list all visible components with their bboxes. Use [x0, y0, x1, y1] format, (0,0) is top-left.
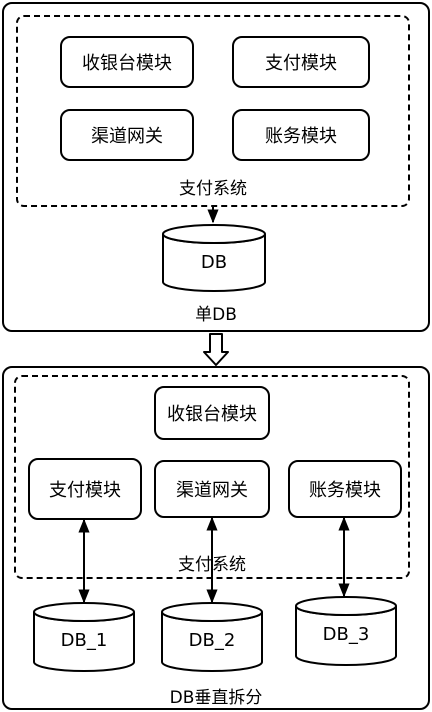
db-2: DB_2: [160, 602, 264, 672]
accounting-module-top: 账务模块: [232, 109, 370, 161]
db-1-label: DB_1: [60, 630, 108, 651]
db-single: DB: [161, 224, 267, 292]
channel-gateway-top: 渠道网关: [60, 109, 194, 161]
db-3-cylinder-icon: [295, 596, 397, 666]
accounting-module-bottom: 账务模块: [288, 460, 402, 518]
db-cylinder-icon: [162, 224, 266, 292]
cashier-module-top: 收银台模块: [60, 36, 194, 88]
db-3-label: DB_3: [322, 624, 370, 645]
payment-system-label-top: 支付系统: [179, 179, 247, 199]
vertical-split-caption: DB垂直拆分: [169, 688, 263, 708]
payment-system-group-top: [16, 15, 410, 207]
single-db-caption: 单DB: [195, 305, 237, 325]
db-1-cylinder-icon: [33, 602, 135, 672]
db-2-label: DB_2: [188, 630, 236, 651]
payment-system-label-bottom: 支付系统: [178, 555, 246, 575]
payment-module-top: 支付模块: [232, 36, 370, 88]
cashier-module-bottom: 收银台模块: [154, 386, 270, 440]
payment-module-bottom: 支付模块: [28, 458, 142, 520]
db-1: DB_1: [32, 602, 136, 672]
db-3: DB_3: [294, 596, 398, 666]
db-single-label: DB: [200, 252, 228, 273]
channel-gateway-bottom: 渠道网关: [154, 460, 270, 518]
